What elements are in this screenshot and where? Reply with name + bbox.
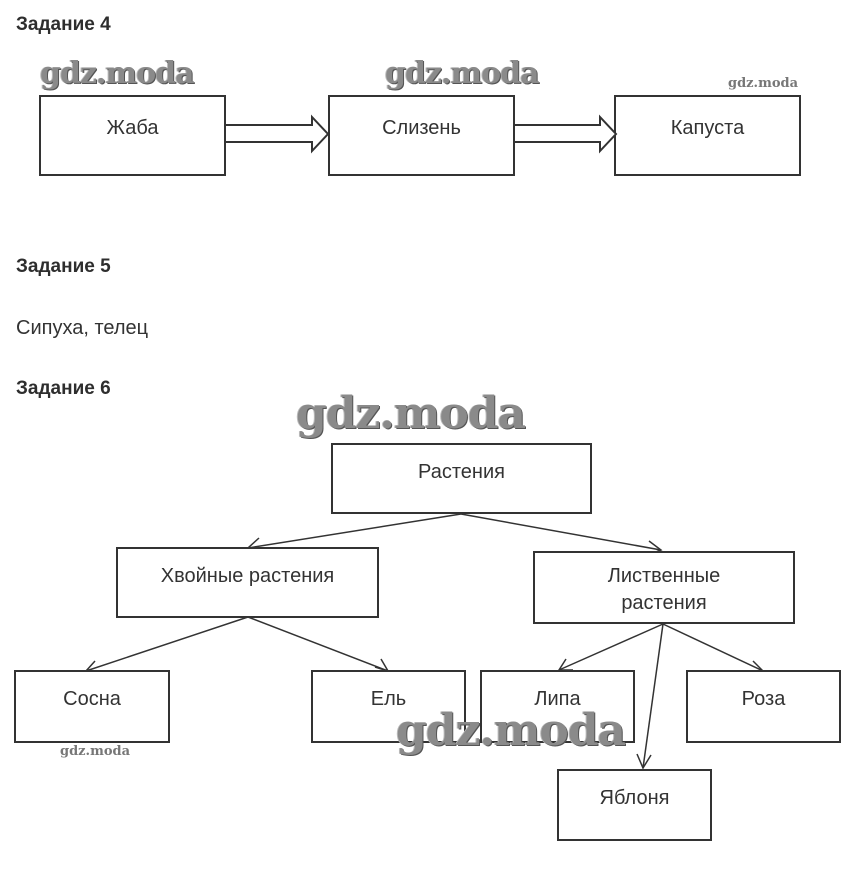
tree-leaf-linden: Липа xyxy=(480,670,635,743)
leaf-label: Липа xyxy=(534,688,581,710)
chain-label: Слизень xyxy=(382,117,461,139)
leaf-label: Сосна xyxy=(63,688,121,710)
tree-leaf-apple: Яблоня xyxy=(557,769,712,841)
watermark: gdz.moda xyxy=(60,744,131,759)
task6-heading: Задание 6 xyxy=(16,378,111,399)
chain-label: Жаба xyxy=(106,117,159,139)
tree-leaf-spruce: Ель xyxy=(311,670,466,743)
watermark: gdz.moda xyxy=(296,388,526,439)
chain-box-slug: Слизень xyxy=(328,95,515,176)
tree-root-box: Растения xyxy=(331,443,592,514)
arrow-conifers-pine xyxy=(85,616,249,672)
watermark: gdz.moda xyxy=(728,76,799,91)
arrow-deciduous-linden xyxy=(558,623,664,671)
task5-answer: Сипуха, телец xyxy=(16,317,149,339)
watermark: gdz.moda xyxy=(40,56,195,91)
chain-box-toad: Жаба xyxy=(39,95,226,176)
block-arrow-1 xyxy=(226,114,330,154)
group-label: Хвойные растения xyxy=(160,565,335,587)
tree-group-conifers: Хвойные растения xyxy=(116,547,379,618)
tree-leaf-rose: Роза xyxy=(686,670,841,743)
watermark: gdz.moda xyxy=(396,705,626,756)
block-arrow-2 xyxy=(515,114,618,154)
arrow-deciduous-rose xyxy=(662,623,764,672)
chain-box-cabbage: Капуста xyxy=(614,95,801,176)
leaf-label: Ель xyxy=(370,688,407,710)
arrow-root-deciduous xyxy=(460,513,662,551)
tree-leaf-pine: Сосна xyxy=(14,670,170,743)
arrow-deciduous-apple xyxy=(642,623,664,769)
group-label-line1: Лиственные xyxy=(607,565,721,587)
leaf-label: Роза xyxy=(741,688,786,710)
task5-heading: Задание 5 xyxy=(16,256,111,277)
arrow-conifers-spruce xyxy=(247,616,389,672)
tree-group-deciduous: Лиственные растения xyxy=(533,551,795,624)
group-label-line2: растения xyxy=(621,592,707,614)
chain-label: Капуста xyxy=(670,117,745,139)
leaf-label: Яблоня xyxy=(599,787,670,809)
task4-heading: Задание 4 xyxy=(16,14,111,35)
arrowhead xyxy=(636,753,652,770)
watermark: gdz.moda xyxy=(385,56,540,91)
tree-root-label: Растения xyxy=(418,461,505,483)
arrowhead xyxy=(557,658,573,671)
arrow-root-conifers xyxy=(247,513,462,549)
